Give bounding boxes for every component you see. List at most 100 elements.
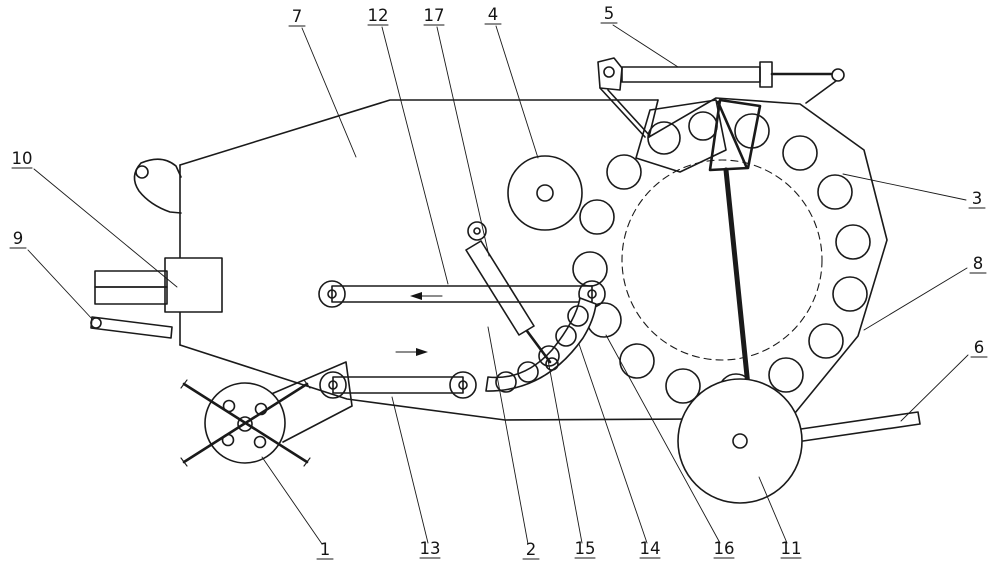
leader-line [758,476,788,544]
hitch-hook-pin [135,165,149,179]
leader-line [27,249,94,321]
callout-number: 3 [972,189,983,208]
label-9: 9 [9,229,94,321]
callout-number: 6 [974,338,985,357]
label-11: 11 [758,476,802,559]
callout-labels: 7 12 17 4 5 10 9 [9,4,988,560]
label-17: 17 [423,6,490,257]
drive-belt-line [723,167,751,389]
callout-number: 9 [13,229,24,248]
star-blade-tip-cap [180,379,311,467]
label-16: 16 [605,334,735,559]
lower-arm-right-pin [458,380,468,390]
callout-number: 2 [526,540,537,559]
leader-line [487,326,529,545]
label-7: 7 [288,7,357,158]
label-8: 8 [863,254,987,331]
leader-line [391,396,429,544]
upper-arm-bar [331,285,593,303]
callout-number: 8 [973,254,984,273]
tilt-cylinder-rod [525,329,552,364]
roller-circle [647,121,681,155]
label-13: 13 [391,396,441,559]
bale-dashed-circle [621,159,823,361]
hitch-tine-upper [94,270,168,288]
label-14: 14 [578,343,661,559]
tilt-cylinder-barrel [465,240,535,336]
upper-arm-right-pin [587,289,597,299]
left-arrow-icon [410,292,422,300]
star-blade [182,382,309,464]
body-top-edge [179,99,659,166]
cylinder-support-line [607,89,651,137]
cylinder-barrel [621,66,761,83]
roller-circle [782,135,818,171]
leader-line [900,354,969,422]
top-roller-plate [635,99,727,173]
star-bolt [253,435,267,449]
leader-line [33,168,178,288]
star-bolt [222,399,236,413]
roller-circle [606,154,642,190]
tension-wedge-inner-line [716,100,748,168]
roller-circle [665,368,701,404]
tilt-cylinder-rod-eye [545,357,559,371]
star-hub [237,416,253,432]
leader-line [578,343,648,544]
callout-number: 17 [424,6,445,25]
label-15: 15 [547,359,596,559]
leader-line [261,456,323,545]
callout-number: 15 [575,539,596,558]
upper-arm-left-pivot [318,280,346,308]
roller-circle [817,174,853,210]
star-bolt [221,433,235,447]
guide-roller [495,371,517,393]
callout-number: 16 [714,539,735,558]
cylinder-rod-eye [831,68,845,82]
cylinder-piston-block [759,61,773,88]
upper-arm-left-pin [327,289,337,299]
leader-line [301,27,357,158]
roller-circle [579,199,615,235]
drive-pulley-outer [507,155,583,231]
callout-number: 5 [604,4,615,23]
lower-arm-left-pin [328,380,338,390]
label-1: 1 [261,456,334,560]
leader-line [842,173,967,201]
drive-pulley-hub [536,184,554,202]
roller-circle [688,111,718,141]
roller-circle [835,224,871,260]
ground-wheel-hub [732,433,748,449]
cylinder-bracket [597,57,623,91]
hitch-hook [133,158,182,214]
leader-line [381,26,449,285]
guide-roller [567,305,589,327]
roller-circle [808,323,844,359]
roller-circle [619,343,655,379]
hitch-tine-middle [94,286,168,305]
callout-number: 4 [488,5,499,24]
callout-number: 7 [292,7,303,26]
hitch-tine-lower-pin [90,317,102,329]
tension-wedge [708,98,762,172]
label-10: 10 [11,149,178,288]
leader-line [547,359,583,544]
leader-line [605,334,721,544]
callout-number: 11 [781,539,802,558]
lower-arm-left-pivot [319,371,347,399]
callout-number: 12 [368,6,389,25]
cylinder-anchor-link [805,80,837,104]
lower-arm-right-pivot [449,371,477,399]
guide-roller [555,325,577,347]
leader-line [495,25,539,159]
leader-line [863,267,968,331]
tilt-cylinder-eye [467,221,487,241]
hitch-tine-lower [90,316,173,339]
leader-line [612,24,679,68]
callout-number: 13 [420,539,441,558]
lower-arm-bar [332,376,464,394]
roller-circle [768,357,804,393]
callout-number: 10 [12,149,33,168]
guide-roller [517,361,539,383]
